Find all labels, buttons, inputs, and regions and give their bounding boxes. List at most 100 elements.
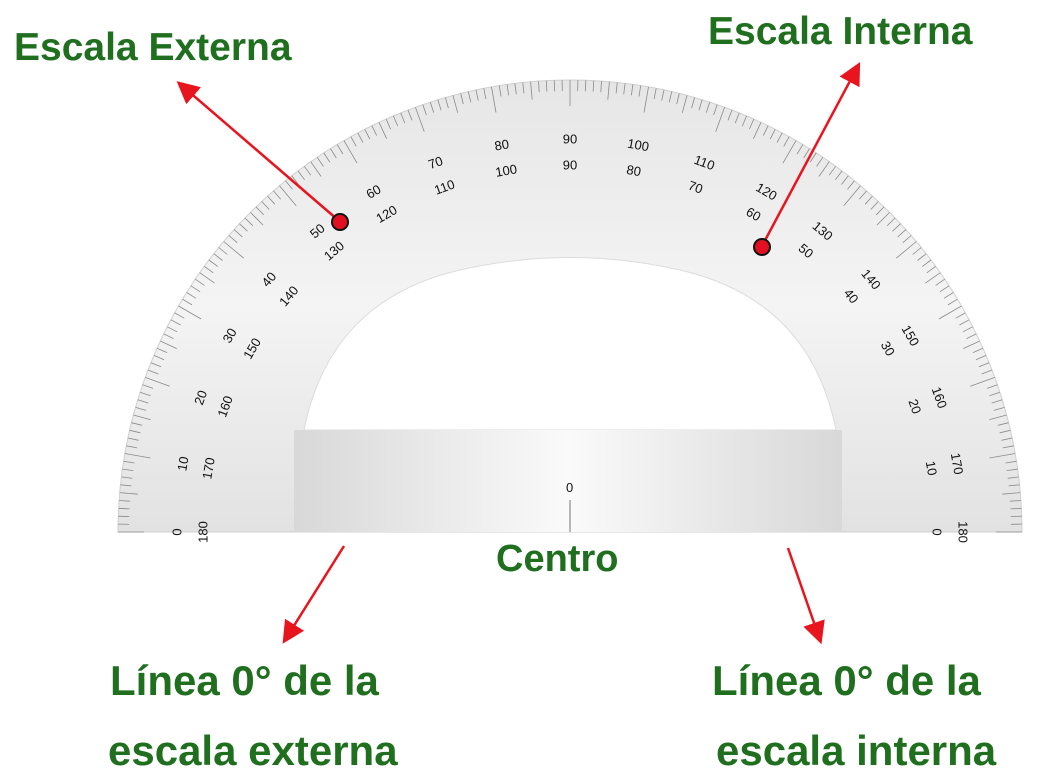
scale-tick xyxy=(153,355,165,361)
scale-tick xyxy=(133,414,151,421)
scale-tick xyxy=(668,91,673,103)
scale-tick xyxy=(715,107,725,132)
scale-tick xyxy=(749,118,755,130)
outer-scale-label: Escala Externa xyxy=(14,26,292,69)
inner-scale-number: 30 xyxy=(878,338,898,358)
scale-tick xyxy=(897,229,907,238)
scale-tick xyxy=(796,144,804,155)
scale-tick xyxy=(762,125,769,136)
scale-tick xyxy=(935,278,945,286)
scale-tick xyxy=(199,272,215,284)
scale-tick xyxy=(522,82,525,94)
scale-tick xyxy=(989,391,1001,397)
scale-tick xyxy=(841,175,849,185)
scale-tick xyxy=(139,391,151,397)
scale-tick xyxy=(506,84,509,96)
outer-scale-number: 60 xyxy=(363,181,383,201)
scale-tick xyxy=(886,217,896,226)
scale-tick xyxy=(966,333,977,340)
outer-scale-number: 180 xyxy=(956,521,971,543)
scale-tick xyxy=(452,95,459,113)
scale-tick xyxy=(123,460,135,464)
outer-zero-line-label-line1: Línea 0° de la xyxy=(110,657,379,704)
inner-scale-number: 10 xyxy=(923,460,940,477)
scale-tick xyxy=(1010,507,1022,510)
scale-tick xyxy=(661,89,665,101)
scale-tick xyxy=(981,369,993,375)
scale-tick xyxy=(870,201,879,210)
inner-scale-label: Escala Interna xyxy=(708,10,973,53)
scale-tick xyxy=(843,185,861,206)
scale-tick xyxy=(239,223,248,232)
scale-tick xyxy=(228,235,238,244)
scale-tick xyxy=(638,85,642,97)
scale-tick xyxy=(925,272,941,284)
center-label: Centro xyxy=(496,538,619,580)
scale-tick xyxy=(182,298,193,306)
scale-tick xyxy=(350,136,357,147)
scale-tick xyxy=(120,484,132,487)
scale-tick xyxy=(371,125,378,136)
scale-tick xyxy=(135,407,147,411)
scale-tick xyxy=(1008,484,1020,487)
scale-tick xyxy=(607,81,610,100)
outer-scale-number: 0 xyxy=(169,528,184,535)
scale-tick xyxy=(943,292,954,299)
scale-tick xyxy=(926,265,936,274)
scale-tick xyxy=(147,369,159,375)
scale-tick xyxy=(124,453,151,459)
inner-scale-number: 20 xyxy=(905,397,924,416)
scale-tick xyxy=(631,84,634,96)
scale-tick xyxy=(803,148,810,159)
scale-tick xyxy=(213,253,223,261)
scale-tick xyxy=(902,235,912,244)
scale-tick xyxy=(917,253,927,261)
inner-scale-number: 160 xyxy=(214,394,236,420)
inner-scale-number: 70 xyxy=(686,178,705,197)
scale-tick xyxy=(122,468,134,471)
outer-scale-number: 160 xyxy=(929,385,951,411)
scale-tick xyxy=(921,259,932,267)
scale-tick xyxy=(273,190,282,200)
outer-scale-number: 30 xyxy=(219,325,239,345)
scale-tick xyxy=(705,101,711,113)
scale-tick xyxy=(653,88,657,100)
scale-tick xyxy=(592,80,595,92)
scale-tick xyxy=(782,140,797,164)
scale-tick xyxy=(698,99,703,111)
inner-scale-number: 170 xyxy=(199,456,218,480)
scale-tick xyxy=(204,265,214,274)
scale-tick xyxy=(364,129,371,140)
scale-tick xyxy=(691,97,695,109)
inner-scale-number: 90 xyxy=(563,157,577,172)
scale-tick xyxy=(816,157,824,167)
scale-tick xyxy=(962,326,973,333)
scale-tick xyxy=(170,319,181,326)
scale-tick xyxy=(483,88,487,100)
scale-tick xyxy=(393,115,399,127)
inner-scale-number: 100 xyxy=(494,161,518,180)
inner-zero-line-arrow xyxy=(786,547,825,645)
scale-tick xyxy=(279,185,297,206)
scale-tick xyxy=(422,104,427,116)
scale-tick xyxy=(429,101,435,113)
scale-tick xyxy=(357,132,364,143)
scale-tick xyxy=(545,80,548,92)
scale-tick xyxy=(163,333,174,340)
scale-tick xyxy=(1002,492,1021,495)
scale-tick xyxy=(160,340,177,349)
scale-tick xyxy=(999,429,1011,434)
scale-tick xyxy=(267,195,276,205)
scale-tick xyxy=(986,384,998,389)
scale-tick xyxy=(167,326,178,333)
scale-tick xyxy=(186,292,197,299)
scale-tick xyxy=(783,136,790,147)
scale-tick xyxy=(1009,500,1021,502)
scale-tick xyxy=(989,414,1007,421)
scale-tick xyxy=(676,93,680,105)
scale-tick xyxy=(858,190,867,200)
scale-tick xyxy=(972,347,984,353)
scale-tick xyxy=(896,241,917,259)
inner-zero-line-label-line1: Línea 0° de la xyxy=(712,657,981,704)
